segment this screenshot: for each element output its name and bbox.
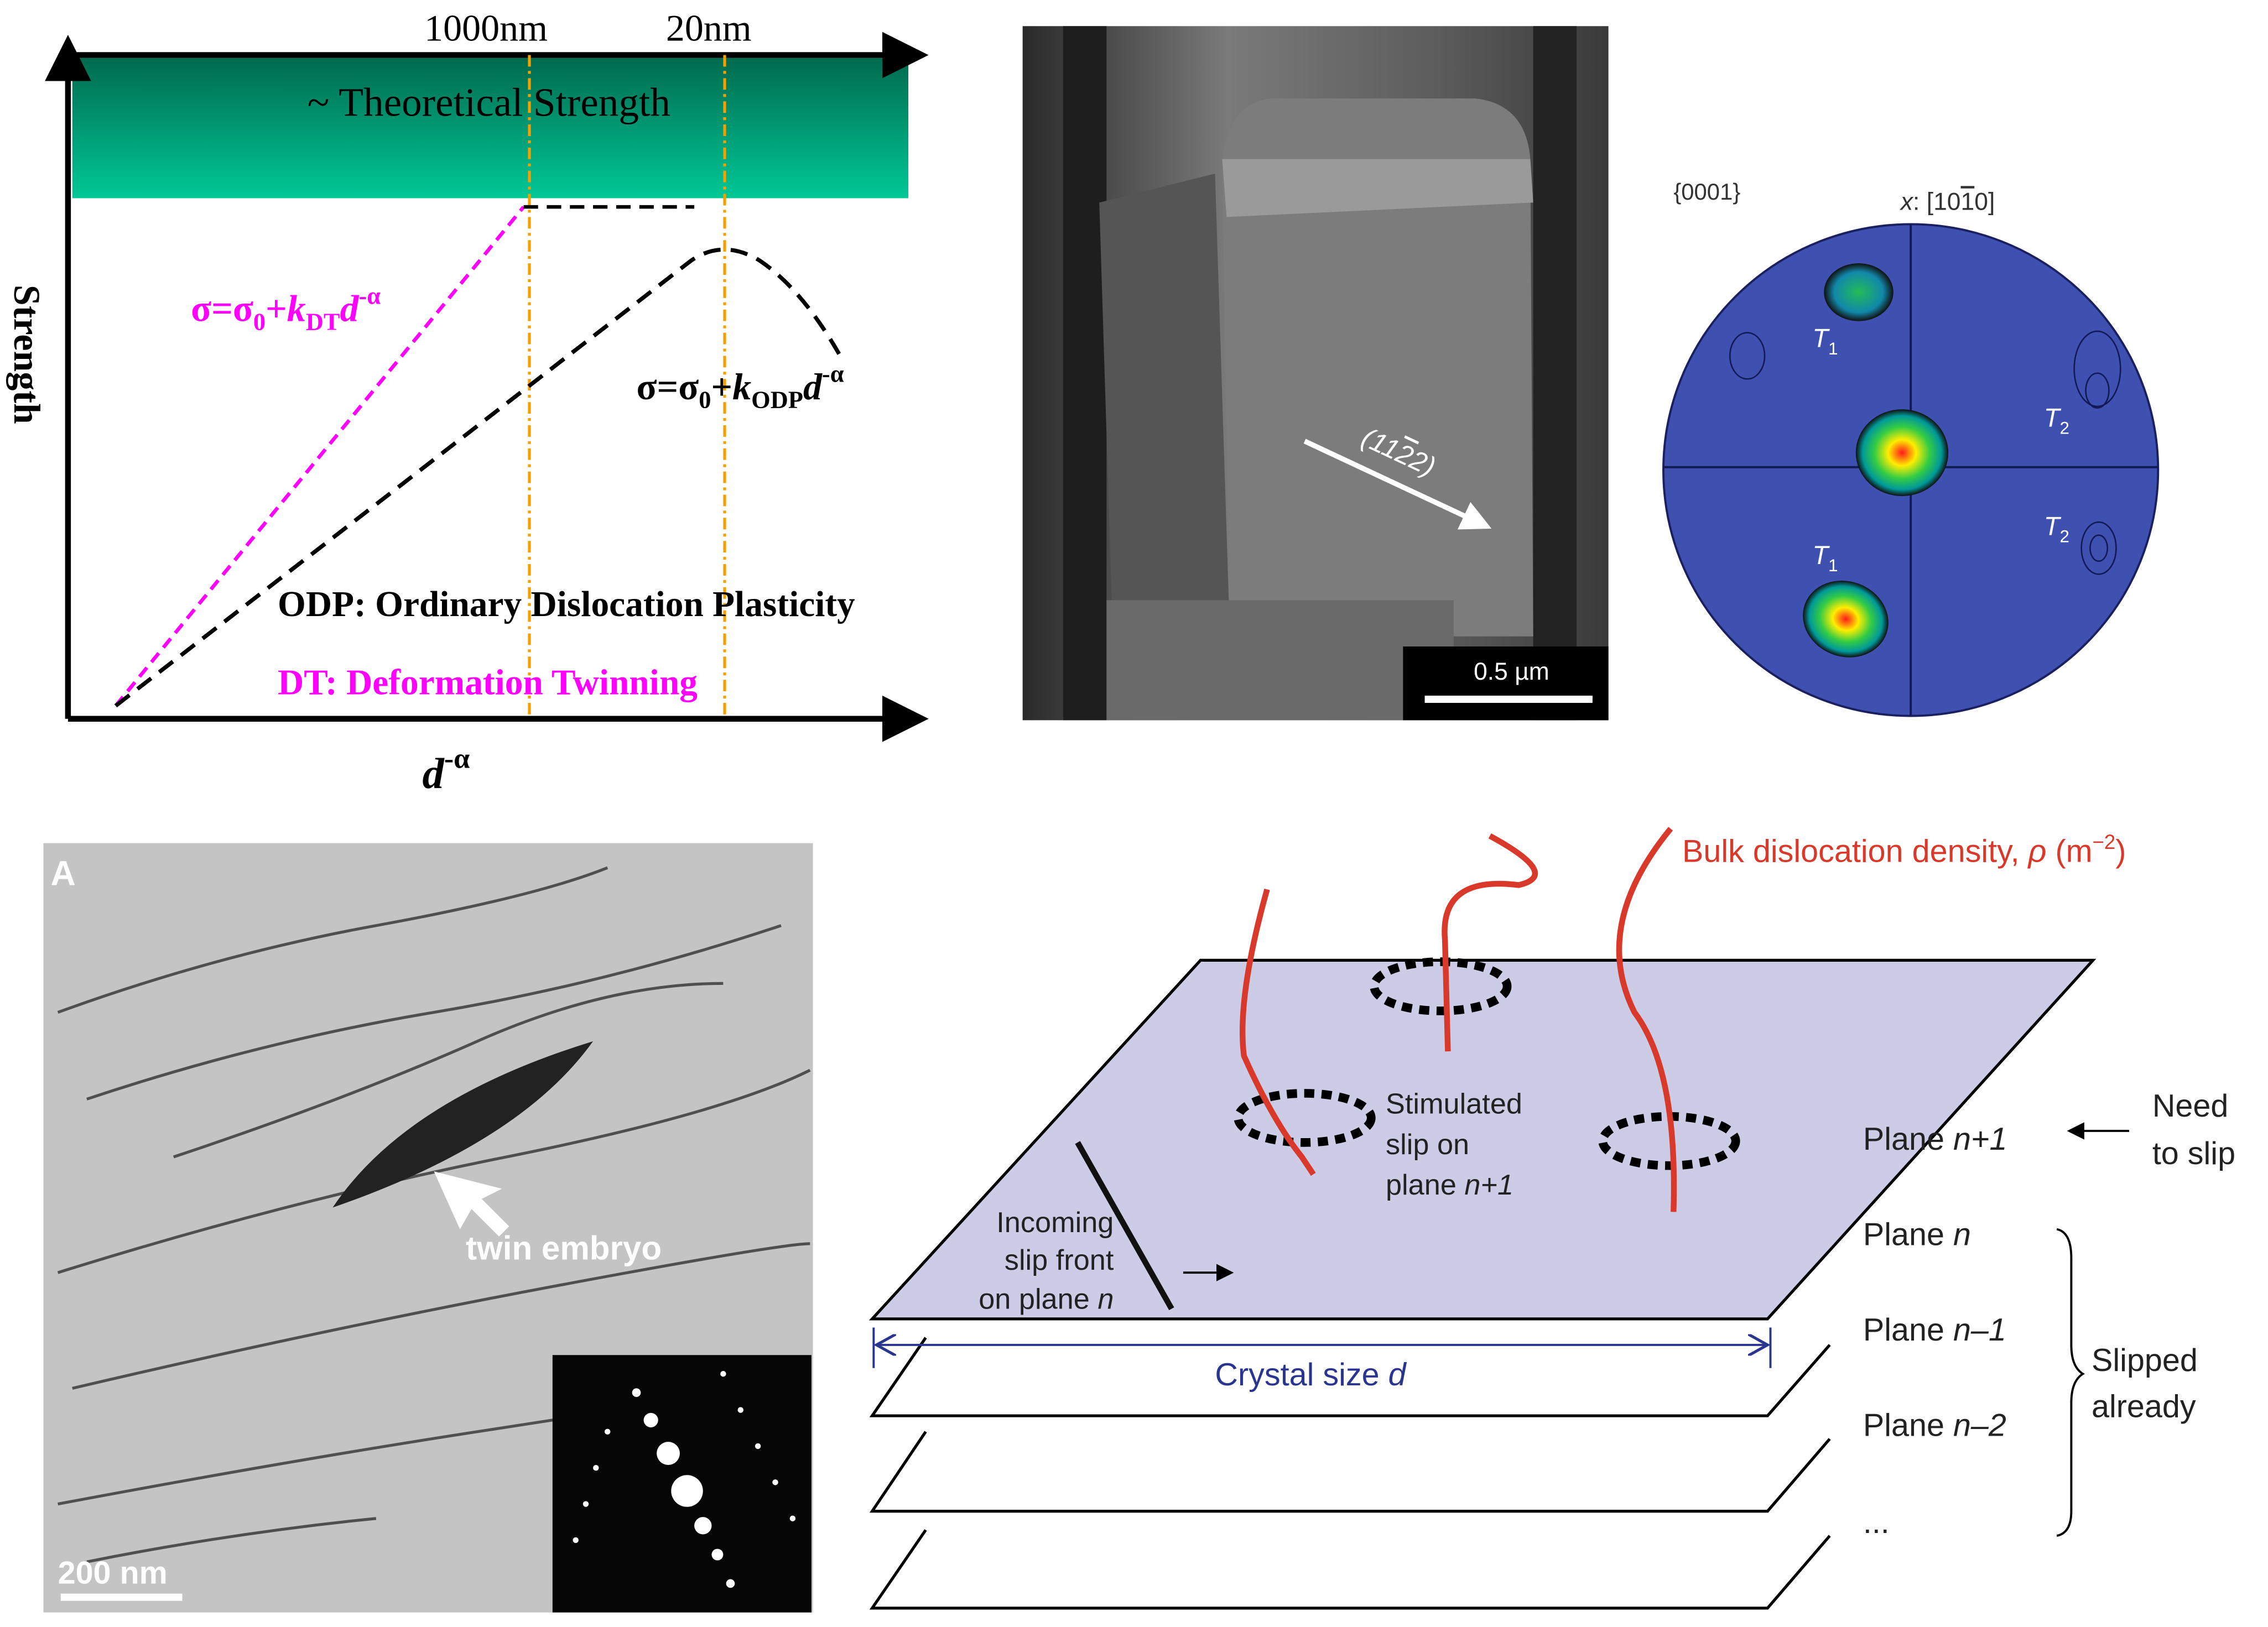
pole-label-t2-upper: T2 <box>2044 403 2069 438</box>
plane-n <box>868 958 2097 1321</box>
theoretical-strength-band <box>72 58 909 199</box>
incoming-slip-front <box>1075 1141 1174 1311</box>
odp-equation: σ=σ0+kODPd-α <box>637 359 844 413</box>
plane-label: Plane n–1 <box>1863 1312 2006 1348</box>
plane-label: Plane n <box>1863 1217 1971 1253</box>
dt-equation: σ=σ0+kDTd-α <box>191 281 381 335</box>
dislocation-line <box>1240 888 1316 1176</box>
panel-label-a: A <box>51 854 76 893</box>
dislocation-line <box>1616 827 1677 1212</box>
sem-micrograph: (1122) 0.5 µm <box>1022 26 1609 721</box>
pole-family-label: {0001} <box>1673 179 1740 205</box>
svg-text:Incoming: Incoming <box>996 1207 1114 1239</box>
dt-curve <box>114 206 526 707</box>
svg-text:slip front: slip front <box>1005 1244 1114 1276</box>
incoming-slip-label: Incoming slip front on plane n <box>979 1207 1114 1316</box>
diffraction-spots <box>573 1371 796 1588</box>
scale-bar <box>60 1593 183 1601</box>
marker-1000nm-label: 1000nm <box>424 7 548 49</box>
scale-bar-label: 200 nm <box>58 1555 168 1591</box>
legend-dt: DT: Deformation Twinning <box>278 663 698 702</box>
pole-label-t1-lower: T1 <box>1812 540 1838 575</box>
plane-label: ... <box>1863 1505 1890 1540</box>
twin-embryo-arrow <box>434 1171 509 1237</box>
need-to-slip-label: Need <box>2152 1088 2228 1124</box>
stimulated-loop <box>1234 1089 1376 1147</box>
svg-text:plane n+1: plane n+1 <box>1386 1169 1513 1201</box>
slipped-already-label: Slipped <box>2092 1343 2198 1378</box>
pole-label-t1-upper: T1 <box>1812 324 1838 358</box>
svg-text:on plane n: on plane n <box>979 1284 1114 1316</box>
plane-label: Plane n+1 <box>1863 1122 2007 1157</box>
stimulated-slip-label: Stimulated slip on plane n+1 <box>1386 1088 1522 1201</box>
direction-arrow <box>1303 439 1492 530</box>
plane-n-minus-2 <box>869 1431 1831 1513</box>
slipped-already-label: already <box>2092 1389 2196 1425</box>
slipped-brace <box>2056 1228 2085 1537</box>
strength-plot: 1000nm 20nm ~ Theoretical Strength Stren… <box>6 7 929 798</box>
y-axis-label: Strength <box>6 285 48 424</box>
twin-embryo-shape <box>332 1041 594 1208</box>
svg-text:Stimulated: Stimulated <box>1386 1088 1522 1120</box>
bulk-density-label: Bulk dislocation density, ρ (m−2) <box>1682 831 2126 869</box>
need-to-slip-label: to slip <box>2152 1136 2235 1171</box>
plane-n-minus-3 <box>869 1529 1831 1610</box>
center-pole-spot <box>1855 409 1949 497</box>
twin-embryo-label: twin embryo <box>466 1230 662 1267</box>
pole-figure: {0001} x: [1010] T1 T2 T2 T1 <box>1662 179 2160 717</box>
slip-diagram: Bulk dislocation density, ρ (m−2) Stimul… <box>868 827 2235 1610</box>
scale-bar-label: 0.5 µm <box>1474 658 1549 685</box>
pole-axis-label: x: [1010] <box>1900 188 1995 215</box>
t1-upper-spot <box>1824 263 1894 321</box>
stimulated-loop <box>1370 957 1512 1015</box>
scale-bar <box>1424 695 1593 703</box>
tem-micrograph: A twin embryo 200 nm <box>43 843 813 1613</box>
odp-curve <box>114 247 844 708</box>
t1-lower-spot <box>1803 581 1889 658</box>
legend-odp: ODP: Ordinary Dislocation Plasticity <box>278 585 855 624</box>
pole-label-t2-lower: T2 <box>2044 512 2069 546</box>
x-axis-label: d-α <box>423 743 470 798</box>
dislocation-line <box>1442 833 1538 1052</box>
marker-20nm-label: 20nm <box>666 7 752 49</box>
scale-bar-box <box>1403 646 1609 721</box>
plane-label: Plane n–2 <box>1863 1408 2006 1443</box>
svg-text:slip on: slip on <box>1386 1129 1469 1161</box>
crystal-size-label: Crystal size d <box>1215 1357 1407 1393</box>
plane-n-minus-1 <box>869 1337 1831 1417</box>
theoretical-strength-label: ~ Theoretical Strength <box>308 80 670 124</box>
